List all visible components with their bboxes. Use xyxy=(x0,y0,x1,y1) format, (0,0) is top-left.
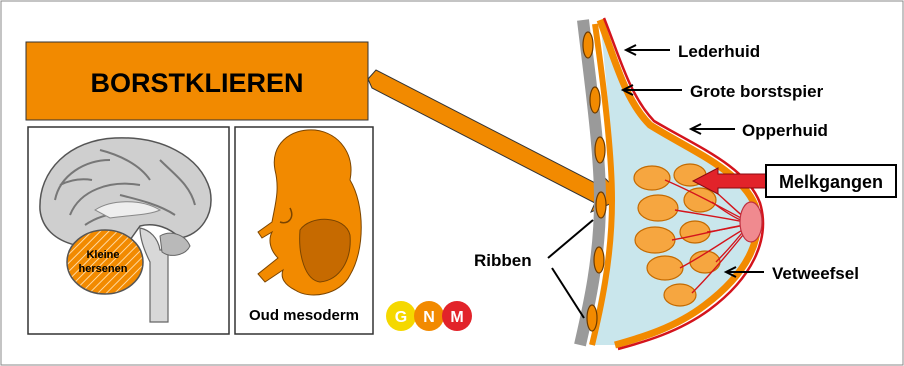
lobule xyxy=(680,221,710,243)
label-ribben: Ribben xyxy=(474,251,532,270)
label-melkgangen: Melkgangen xyxy=(779,172,883,192)
rib xyxy=(595,137,605,163)
rib xyxy=(590,87,600,113)
logo-letter-m: M xyxy=(450,309,463,326)
lobule xyxy=(647,256,683,280)
cerebellum-highlight xyxy=(67,230,143,294)
label-opperhuid: Opperhuid xyxy=(742,121,828,140)
cerebellum-label-line1: Kleine xyxy=(86,249,119,261)
nipple xyxy=(740,202,762,242)
rib xyxy=(587,305,597,331)
arrow-ribben-lower xyxy=(552,268,584,318)
label-grote-borstspier: Grote borstspier xyxy=(690,82,824,101)
lobule xyxy=(664,284,696,306)
logo-letter-n: N xyxy=(423,309,435,326)
logo-letter-g: G xyxy=(395,309,407,326)
rib xyxy=(596,192,606,218)
lobule xyxy=(635,227,675,253)
lobule xyxy=(634,166,670,190)
arrow-ribben-upper xyxy=(548,220,593,258)
gnm-logo: G N M xyxy=(386,301,472,331)
rib xyxy=(594,247,604,273)
label-lederhuid: Lederhuid xyxy=(678,42,760,61)
rib xyxy=(583,32,593,58)
label-vetweefsel: Vetweefsel xyxy=(772,264,859,283)
cerebellum-label-line2: hersenen xyxy=(79,263,128,275)
lobule xyxy=(638,195,678,221)
embryo-caption: Oud mesoderm xyxy=(249,307,359,324)
title-text: BORSTKLIEREN xyxy=(90,68,303,98)
